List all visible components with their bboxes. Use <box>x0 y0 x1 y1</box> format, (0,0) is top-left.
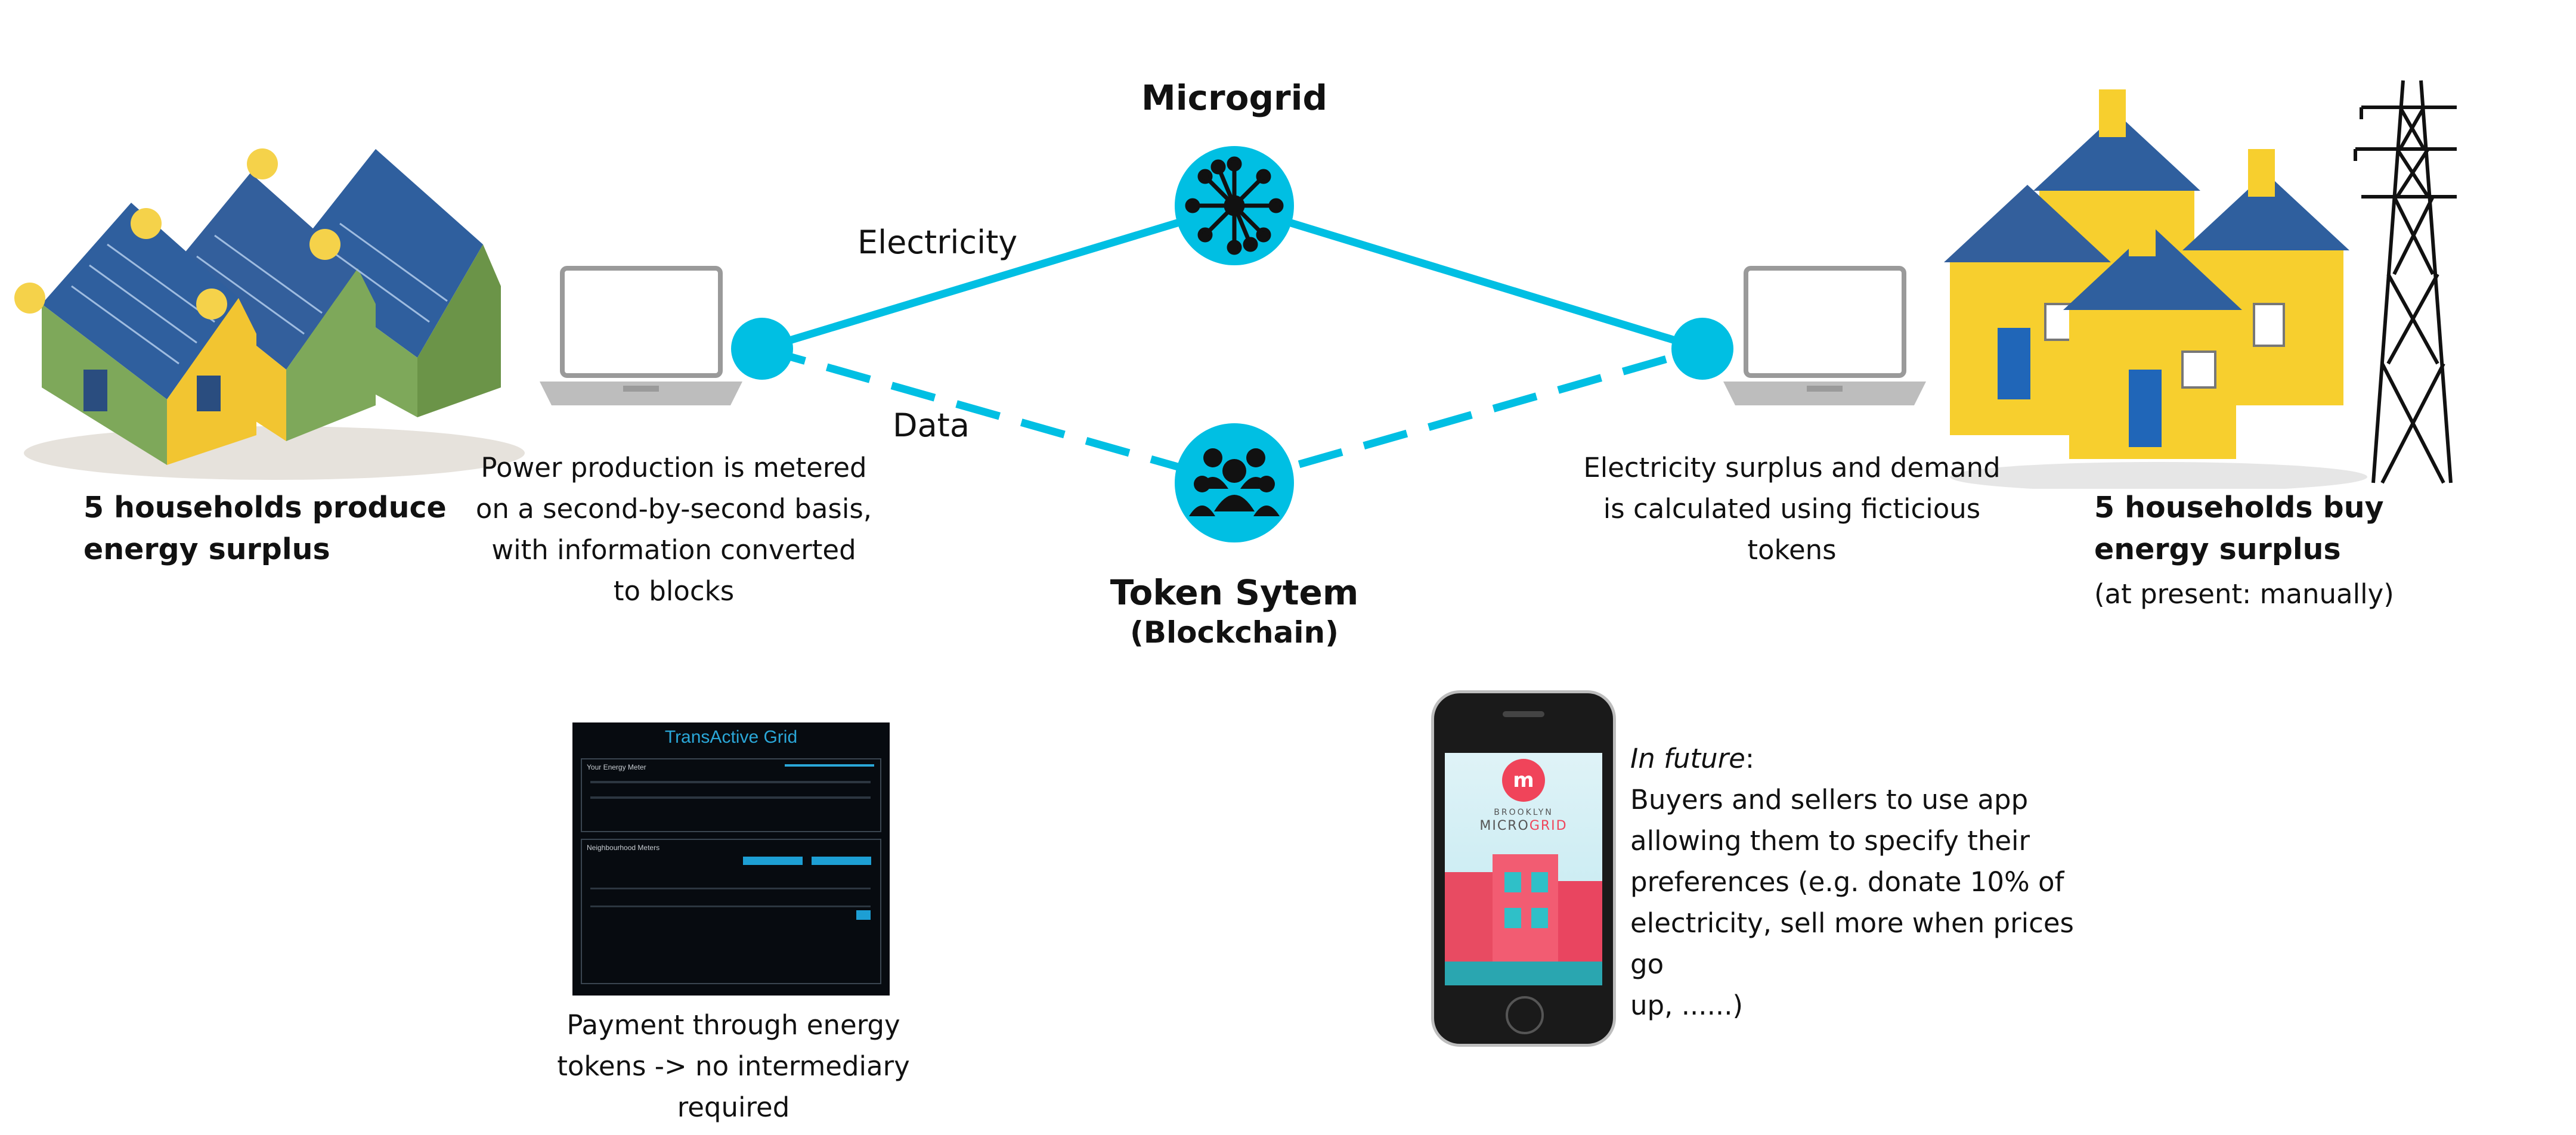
microgrid-hub-icon <box>1175 146 1294 265</box>
panel-button <box>743 857 803 865</box>
metering-line: Power production is metered <box>481 452 867 483</box>
buyer-laptop-icon <box>1723 266 1926 405</box>
phone-speaker <box>1503 711 1544 717</box>
solar-panels <box>71 222 448 365</box>
buyer-households-line1: 5 households buy <box>2094 491 2384 525</box>
app-screen: m BROOKLYN MICROGRID <box>1445 753 1602 985</box>
producer-houses-illustration <box>14 148 525 480</box>
producer-laptop-icon <box>540 266 742 405</box>
phone-home-button <box>1506 996 1544 1034</box>
app-brand-line2: MICROGRID <box>1445 818 1602 833</box>
buyer-houses-illustration <box>1944 80 2457 489</box>
future-line: allowing them to specify their <box>1630 825 2030 857</box>
buyer-households-caption: 5 households buy energy surplus <box>2094 487 2512 570</box>
calculation-line: is calculated using ficticious <box>1603 493 1981 525</box>
energy-meter-panel-title: Your Energy Meter <box>587 763 646 771</box>
app-window <box>1531 908 1548 928</box>
calculation-line: Electricity surplus and demand <box>1583 452 2001 483</box>
future-line: up, ......) <box>1630 990 1744 1021</box>
app-window <box>1504 908 1521 928</box>
left-node <box>731 318 793 380</box>
energy-meter-panel: Your Energy Meter <box>581 758 881 832</box>
buyer-households-note: (at present: manually) <box>2094 578 2394 610</box>
data-line-right <box>1233 345 1704 487</box>
token-system-title: Token Sytem <box>1110 572 1359 613</box>
future-line: preferences (e.g. donate 10% of <box>1630 866 2064 898</box>
future-description: In future: Buyers and sellers to use app… <box>1630 738 2107 1026</box>
producer-households-caption: 5 households produce energy surplus <box>83 487 537 570</box>
panel-button <box>812 857 871 865</box>
metering-line: with information converted <box>491 534 856 566</box>
calculation-line: tokens <box>1747 534 1837 566</box>
electricity-line-left <box>761 201 1236 353</box>
transactive-grid-title: TransActive Grid <box>664 727 798 747</box>
token-system-subtitle: (Blockchain) <box>1130 615 1339 650</box>
microgrid-title: Microgrid <box>1141 77 1327 118</box>
buyer-households-line2: energy surplus <box>2094 532 2341 566</box>
panel-button <box>856 910 871 920</box>
phone-mockup: m BROOKLYN MICROGRID <box>1431 690 1616 1047</box>
metering-caption: Power production is metered on a second-… <box>465 447 883 612</box>
payment-caption: Payment through energy tokens -> no inte… <box>525 1004 942 1128</box>
app-window <box>1504 872 1521 892</box>
power-pylon-icon <box>2354 80 2457 484</box>
metering-line: to blocks <box>613 575 735 607</box>
right-node <box>1671 318 1733 380</box>
transactive-grid-screenshot: TransActive Grid Your Energy Meter Neigh… <box>572 722 890 996</box>
app-logo-icon: m <box>1502 759 1545 802</box>
app-brand-micro: MICRO <box>1479 818 1530 833</box>
future-line: electricity, sell more when prices go <box>1630 907 2074 980</box>
data-line-left <box>761 345 1236 487</box>
light-bulbs <box>14 148 340 320</box>
neighbourhood-meters-panel: Neighbourhood Meters <box>581 839 881 984</box>
future-heading-text: In future <box>1630 743 1745 774</box>
future-heading: In future: <box>1630 738 2107 779</box>
payment-line: Payment through energy <box>566 1009 900 1041</box>
electricity-line-right <box>1233 201 1704 353</box>
app-brand-line1: BROOKLYN <box>1494 808 1553 817</box>
app-brand-grid: GRID <box>1529 818 1568 833</box>
yellow-house-front <box>2063 209 2242 459</box>
token-hub-icon <box>1175 423 1294 542</box>
app-window <box>1531 872 1548 892</box>
payment-line: required <box>677 1091 790 1123</box>
producer-households-line2: energy surplus <box>83 532 330 566</box>
payment-line: tokens -> no intermediary <box>557 1050 910 1082</box>
producer-households-line1: 5 households produce <box>83 491 447 525</box>
future-heading-colon: : <box>1745 743 1754 774</box>
calculation-caption: Electricity surplus and demand is calcul… <box>1568 447 2015 570</box>
neighbourhood-meters-panel-title: Neighbourhood Meters <box>587 844 660 852</box>
electricity-label: Electricity <box>857 224 1018 261</box>
future-line: Buyers and sellers to use app <box>1630 784 2029 815</box>
metering-line: on a second-by-second basis, <box>475 493 872 525</box>
data-label: Data <box>893 407 970 444</box>
app-street <box>1445 962 1602 985</box>
